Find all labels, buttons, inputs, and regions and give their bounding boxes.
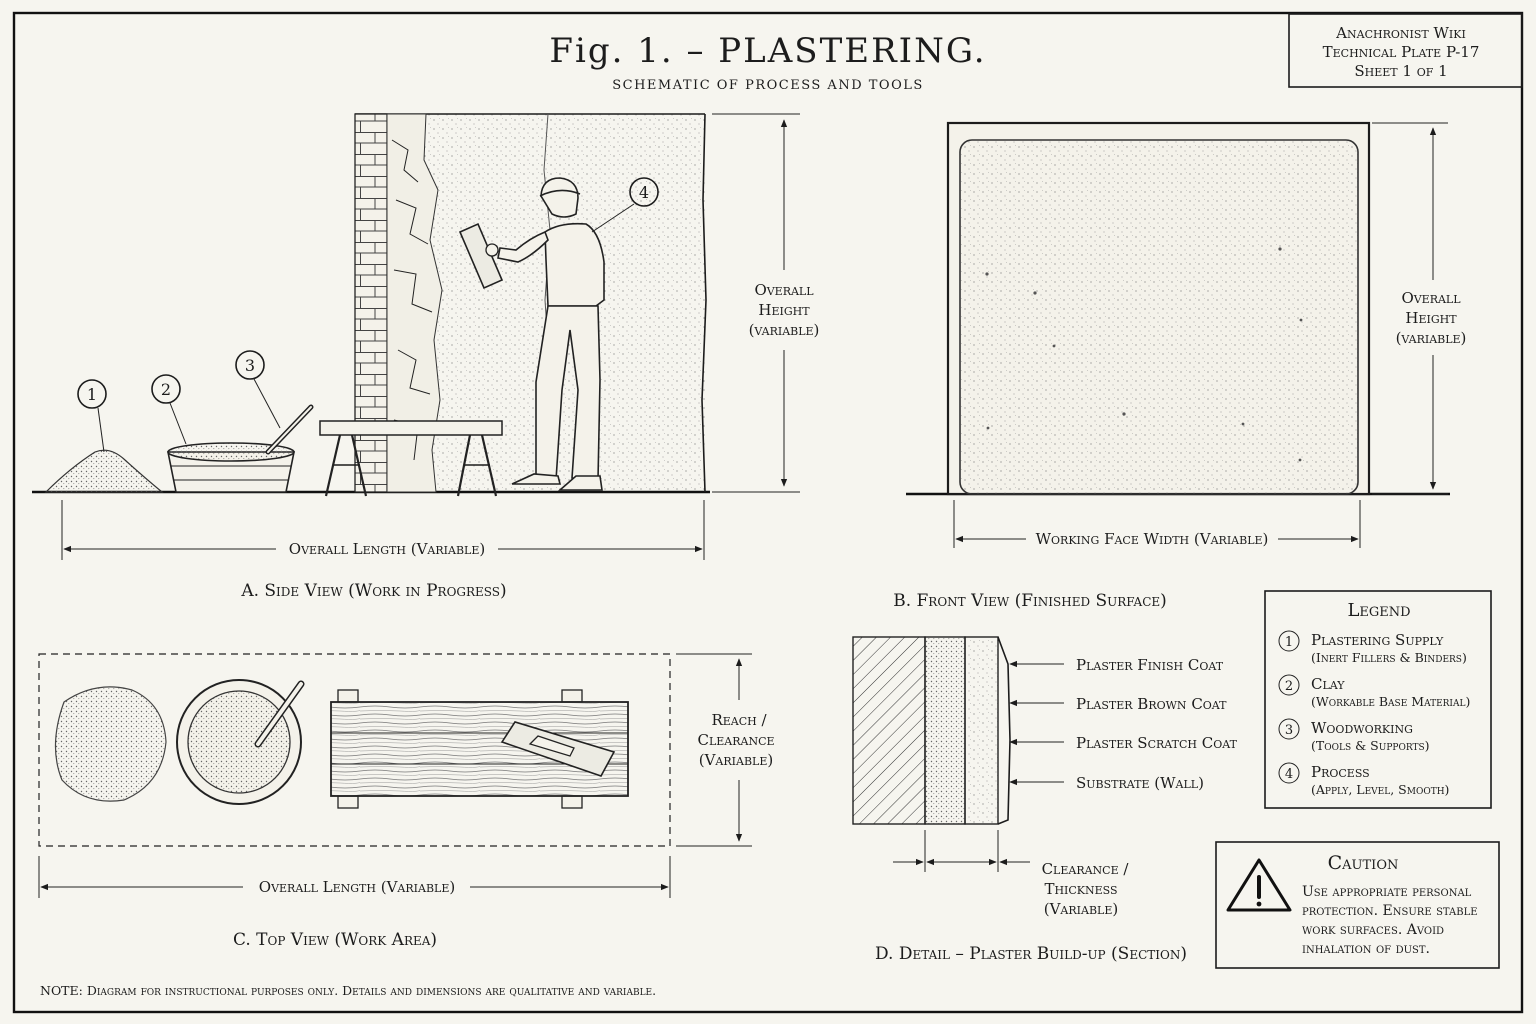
legend-item-4: 4 Process (Apply, Level, Smooth) <box>1278 762 1449 797</box>
trestle-bench <box>319 420 503 497</box>
clay-tub <box>167 442 295 493</box>
caution-line-2: protection. Ensure stable <box>1302 903 1478 919</box>
substrate-hatch <box>852 636 926 825</box>
svg-text:2: 2 <box>161 380 171 399</box>
top-view: Reach / Clearance (Variable) Overall Len… <box>38 653 775 950</box>
top-trowel <box>500 721 616 777</box>
caution-title: Caution <box>1328 852 1399 874</box>
title-block-line-1: Anachronist Wiki <box>1335 24 1466 42</box>
svg-text:3: 3 <box>245 356 255 375</box>
finish-coat-layer <box>997 636 1011 825</box>
legend-item-1-name: Plastering Supply <box>1311 631 1444 649</box>
top-clay-bowl <box>176 679 305 805</box>
side-height-label-2: Height <box>758 301 810 319</box>
title-block-line-3: Sheet 1 of 1 <box>1354 62 1447 80</box>
svg-text:4: 4 <box>1285 767 1293 782</box>
layer-label-finish: Plaster Finish Coat <box>1076 656 1224 674</box>
plate-subtitle: SCHEMATIC OF PROCESS AND TOOLS <box>612 78 924 93</box>
legend-item-4-desc: (Apply, Level, Smooth) <box>1311 782 1449 797</box>
legend-item-2-name: Clay <box>1311 675 1345 693</box>
front-view: Overall Height (variable) Working Face W… <box>893 121 1467 611</box>
side-view-caption: A. Side View (Work in Progress) <box>240 581 506 601</box>
finished-plaster-surface <box>959 139 1359 495</box>
front-height-label-1: Overall <box>1401 289 1461 307</box>
svg-text:1: 1 <box>87 385 97 404</box>
top-reach-label-3: (Variable) <box>699 751 773 769</box>
svg-text:4: 4 <box>639 183 649 202</box>
scratch-coat-layer <box>924 636 966 825</box>
front-height-label-2: Height <box>1405 309 1457 327</box>
legend-item-3-name: Woodworking <box>1311 719 1413 737</box>
thickness-label-2: Thickness <box>1044 880 1117 898</box>
legend-item-3-desc: (Tools & Supports) <box>1311 738 1430 753</box>
callout-4: 4 <box>591 177 659 233</box>
title-block: Anachronist Wiki Technical Plate P-17 Sh… <box>1288 13 1523 88</box>
side-height-label-1: Overall <box>754 281 814 299</box>
caution-line-3: work surfaces. Avoid <box>1302 922 1444 938</box>
plate-border <box>12 11 1524 1014</box>
callout-2: 2 <box>151 374 187 445</box>
front-height-label-3: (variable) <box>1396 329 1467 347</box>
side-length-label: Overall Length (Variable) <box>289 540 485 558</box>
callout-1: 1 <box>77 379 107 453</box>
worker-figure <box>497 177 605 491</box>
legend-item-1-desc: (Inert Fillers & Binders) <box>1311 650 1467 665</box>
side-height-label-3: (variable) <box>749 321 820 339</box>
side-view: Overall Height (variable) Overall Length… <box>32 113 820 601</box>
top-reach-label-1: Reach / <box>711 711 767 729</box>
top-view-caption: C. Top View (Work Area) <box>233 930 437 950</box>
footer-note: NOTE: Diagram for instructional purposes… <box>40 983 656 998</box>
plate-title: Fig. 1. – PLASTERING. <box>549 31 986 71</box>
legend-item-1: 1 Plastering Supply (Inert Fillers & Bin… <box>1278 630 1467 665</box>
warning-triangle-icon <box>1226 858 1292 912</box>
detail-caption: D. Detail – Plaster Build-up (Section) <box>875 944 1187 964</box>
title-block-line-2: Technical Plate P-17 <box>1323 43 1480 61</box>
work-area-boundary <box>38 653 671 847</box>
caution-line-1: Use appropriate personal <box>1302 884 1472 900</box>
thickness-label-3: (Variable) <box>1044 900 1118 918</box>
layer-label-brown: Plaster Brown Coat <box>1076 695 1227 713</box>
legend-item-4-name: Process <box>1311 763 1370 781</box>
front-width-label: Working Face Width (Variable) <box>1036 530 1269 548</box>
scratch-coat <box>386 113 443 493</box>
legend-item-3: 3 Woodworking (Tools & Supports) <box>1278 718 1430 753</box>
top-length-label: Overall Length (Variable) <box>259 878 455 896</box>
top-reach-label-2: Clearance <box>697 731 774 749</box>
hand-trowel <box>458 222 504 290</box>
layer-label-substrate: Substrate (Wall) <box>1076 774 1204 792</box>
top-supply-pile <box>54 686 167 802</box>
legend-item-2: 2 Clay (Workable Base Material) <box>1278 674 1470 709</box>
svg-text:3: 3 <box>1285 723 1293 738</box>
plaster-supply-pile <box>44 449 164 493</box>
legend-title: Legend <box>1347 600 1410 621</box>
front-view-caption: B. Front View (Finished Surface) <box>893 591 1167 611</box>
legend-box: Legend 1 Plastering Supply (Inert Filler… <box>1264 590 1492 809</box>
thickness-label-1: Clearance / <box>1042 860 1130 878</box>
callout-3: 3 <box>235 350 281 429</box>
detail-section: Plaster Finish Coat Plaster Brown Coat P… <box>852 636 1238 964</box>
svg-text:2: 2 <box>1285 679 1293 694</box>
brown-coat-layer <box>964 636 999 825</box>
caution-line-4: inhalation of dust. <box>1302 941 1430 957</box>
svg-text:1: 1 <box>1285 635 1293 650</box>
caution-box: Caution Use appropriate personal protect… <box>1215 841 1500 969</box>
layer-label-scratch: Plaster Scratch Coat <box>1076 734 1238 752</box>
legend-item-2-desc: (Workable Base Material) <box>1311 694 1470 709</box>
